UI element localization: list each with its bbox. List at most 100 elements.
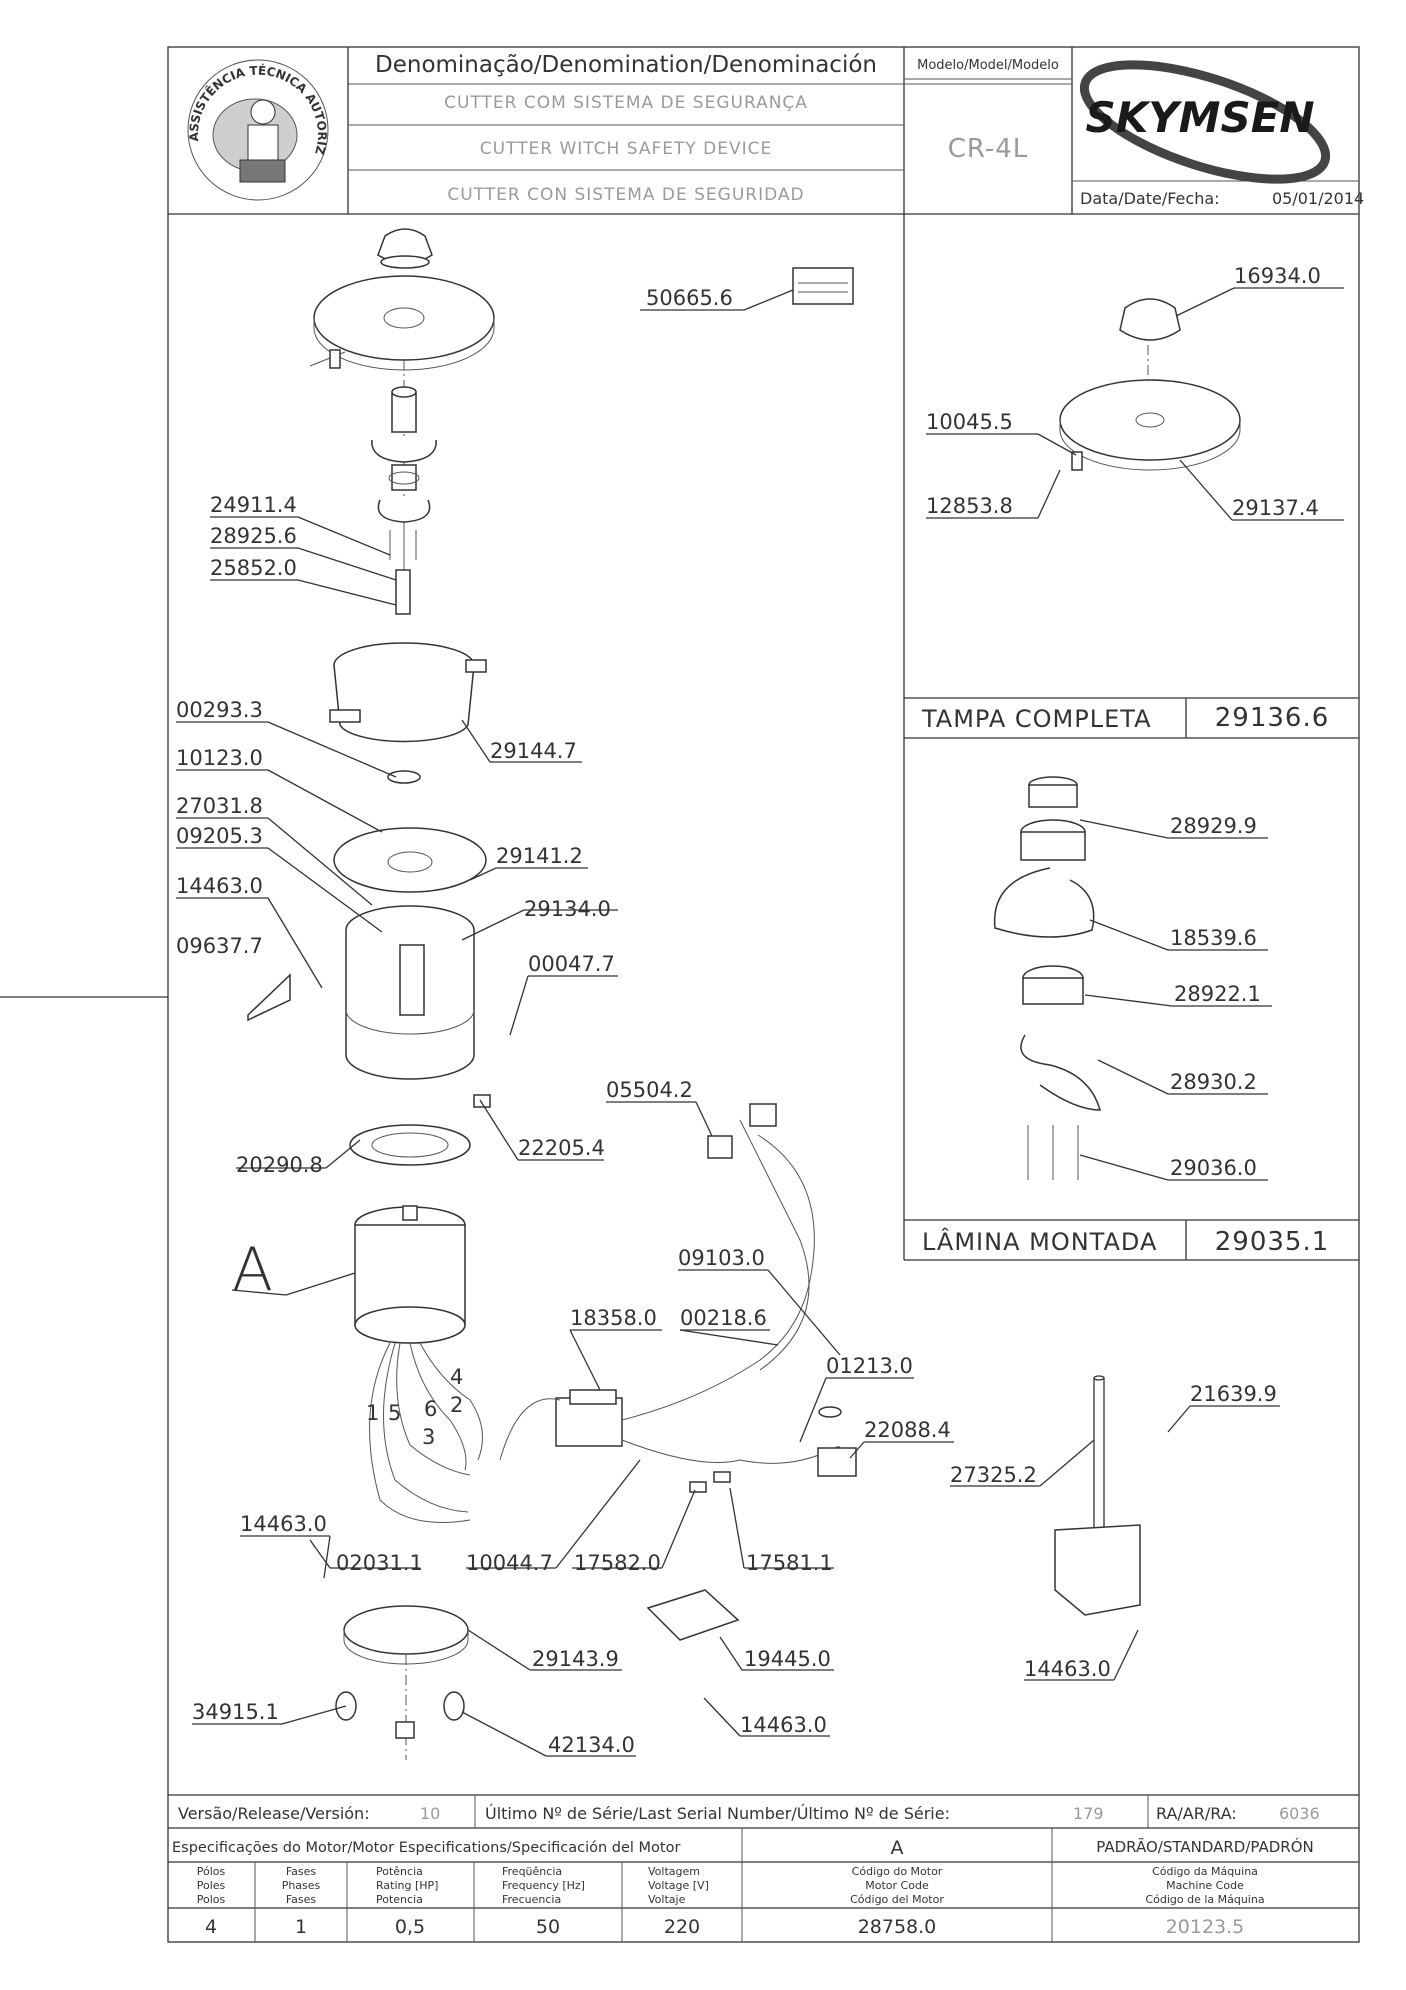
lid-panel-labels: 16934.0 10045.5 12853.8 29137.4 TAMPA CO… — [921, 264, 1328, 733]
label-10045-5: 10045.5 — [926, 410, 1013, 434]
label-29137-4: 29137.4 — [1232, 496, 1319, 520]
col-machine-code-es: Código de la Máquina — [1145, 1893, 1264, 1906]
exploded-view-drawing — [247, 228, 1141, 1760]
label-00047-7: 00047.7 — [528, 952, 615, 976]
label-09103-0: 09103.0 — [678, 1246, 765, 1270]
label-02031-1: 02031.1 — [336, 1551, 423, 1575]
value-frequency: 50 — [536, 1916, 560, 1938]
label-14463-0-c: 14463.0 — [740, 1713, 827, 1737]
version-label: Versão/Release/Versión: — [178, 1804, 370, 1823]
col-phases-es: Fases — [286, 1893, 317, 1906]
lid-assembly-title: TAMPA COMPLETA — [921, 705, 1151, 733]
value-voltage: 220 — [664, 1916, 700, 1938]
motor-spec-label: Especificações do Motor/Motor Especifica… — [172, 1840, 680, 1856]
footer-table: Versão/Release/Versión: 10 Último Nº de … — [172, 1804, 1320, 1938]
label-50665-6: 50665.6 — [646, 286, 733, 310]
model-title: Modelo/Model/Modelo — [917, 58, 1059, 73]
col-poles-pt: Pólos — [197, 1865, 226, 1878]
wire-number-2: 2 — [450, 1393, 463, 1417]
lid-assembly-drawing — [1059, 298, 1241, 471]
label-14463-0-d: 14463.0 — [1024, 1657, 1111, 1681]
value-motor-code: 28758.0 — [858, 1916, 937, 1938]
brand-logo: SKYMSEN — [1079, 60, 1331, 184]
wire-number-3: 3 — [422, 1425, 435, 1449]
motor-ref-letter: A — [232, 1235, 273, 1305]
label-28930-2: 28930.2 — [1170, 1070, 1257, 1094]
blade-panel-labels: 28929.9 18539.6 28922.1 28930.2 29036.0 … — [922, 814, 1330, 1257]
col-poles-en: Poles — [197, 1879, 226, 1892]
col-motor-code-es: Código del Motor — [850, 1893, 944, 1906]
value-phases: 1 — [295, 1916, 307, 1938]
blade-assembly-title: LÂMINA MONTADA — [922, 1227, 1157, 1256]
brand-name: SKYMSEN — [1085, 93, 1314, 142]
label-10044-7: 10044.7 — [466, 1551, 553, 1575]
label-14463-0-a: 14463.0 — [176, 874, 263, 898]
label-28922-1: 28922.1 — [1174, 982, 1261, 1006]
wire-number-1: 1 — [366, 1401, 379, 1425]
label-00293-3: 00293.3 — [176, 698, 263, 722]
serial-value: 179 — [1073, 1804, 1104, 1823]
col-power-es: Potencia — [376, 1893, 423, 1906]
model-code: CR-4L — [948, 134, 1029, 164]
callout-leader-lines — [176, 287, 1344, 1757]
wire-number-5: 5 — [388, 1401, 401, 1425]
col-freq-pt: Freqüência — [502, 1865, 562, 1878]
label-18539-6: 18539.6 — [1170, 926, 1257, 950]
name-spanish: CUTTER CON SISTEMA DE SEGURIDAD — [447, 185, 804, 205]
col-freq-en: Frequency [Hz] — [502, 1879, 585, 1892]
col-phases-en: Phases — [282, 1879, 321, 1892]
col-power-en: Rating [HP] — [376, 1879, 438, 1892]
label-12853-8: 12853.8 — [926, 494, 1013, 518]
label-28925-6: 28925.6 — [210, 524, 297, 548]
serial-label: Último Nº de Série/Last Serial Number/Úl… — [485, 1804, 950, 1823]
label-05504-2: 05504.2 — [606, 1078, 693, 1102]
ra-value: 6036 — [1279, 1804, 1320, 1823]
label-34915-1: 34915.1 — [192, 1700, 279, 1724]
label-21639-9: 21639.9 — [1190, 1382, 1277, 1406]
col-motor-code-en: Motor Code — [865, 1879, 929, 1892]
authorized-service-seal: ASSISTÊNCIA TÉCNICA AUTORIZADA — [0, 0, 329, 201]
label-09637-7: 09637.7 — [176, 934, 263, 958]
label-01213-0: 01213.0 — [826, 1354, 913, 1378]
label-16934-0: 16934.0 — [1234, 264, 1321, 288]
col-phases-pt: Fases — [286, 1865, 317, 1878]
label-14463-0-b: 14463.0 — [240, 1512, 327, 1536]
sheet-frame — [0, 46, 1360, 1943]
label-29134-0: 29134.0 — [524, 897, 611, 921]
wire-number-4: 4 — [450, 1365, 463, 1389]
ra-label: RA/AR/RA: — [1156, 1804, 1237, 1823]
value-machine-code: 20123.5 — [1166, 1916, 1245, 1938]
value-power: 0,5 — [395, 1916, 425, 1938]
col-power-pt: Potência — [376, 1865, 423, 1878]
label-10123-0: 10123.0 — [176, 746, 263, 770]
name-portuguese: CUTTER COM SISTEMA DE SEGURANÇA — [444, 93, 808, 113]
date-label: Data/Date/Fecha: — [1080, 189, 1220, 208]
label-17581-1: 17581.1 — [746, 1551, 833, 1575]
col-voltage-es: Voltaje — [648, 1893, 686, 1906]
label-25852-0: 25852.0 — [210, 556, 297, 580]
label-42134-0: 42134.0 — [548, 1733, 635, 1757]
denomination-title: Denominação/Denomination/Denominación — [375, 52, 877, 78]
standard-label: PADRÃO/STANDARD/PADRÓN — [1096, 1837, 1314, 1856]
label-29036-0: 29036.0 — [1170, 1156, 1257, 1180]
callout-labels: 50665.6 24911.4 28925.6 25852.0 29144.7 … — [176, 286, 1277, 1757]
label-19445-0: 19445.0 — [744, 1647, 831, 1671]
label-17582-0: 17582.0 — [574, 1551, 661, 1575]
label-27031-8: 27031.8 — [176, 794, 263, 818]
name-english: CUTTER WITCH SAFETY DEVICE — [480, 139, 773, 159]
version-value: 10 — [420, 1804, 440, 1823]
col-freq-es: Frecuencia — [502, 1893, 561, 1906]
blade-assembly-code: 29035.1 — [1215, 1227, 1330, 1257]
label-22205-4: 22205.4 — [518, 1136, 605, 1160]
label-18358-0: 18358.0 — [570, 1306, 657, 1330]
col-poles-es: Polos — [197, 1893, 226, 1906]
label-22088-4: 22088.4 — [864, 1418, 951, 1442]
motor-spec-ref: A — [891, 1837, 904, 1859]
label-28929-9: 28929.9 — [1170, 814, 1257, 838]
label-00218-6: 00218.6 — [680, 1306, 767, 1330]
col-voltage-en: Voltage [V] — [648, 1879, 709, 1892]
date-value: 05/01/2014 — [1272, 189, 1364, 208]
col-machine-code-en: Machine Code — [1166, 1879, 1244, 1892]
label-09205-3: 09205.3 — [176, 824, 263, 848]
